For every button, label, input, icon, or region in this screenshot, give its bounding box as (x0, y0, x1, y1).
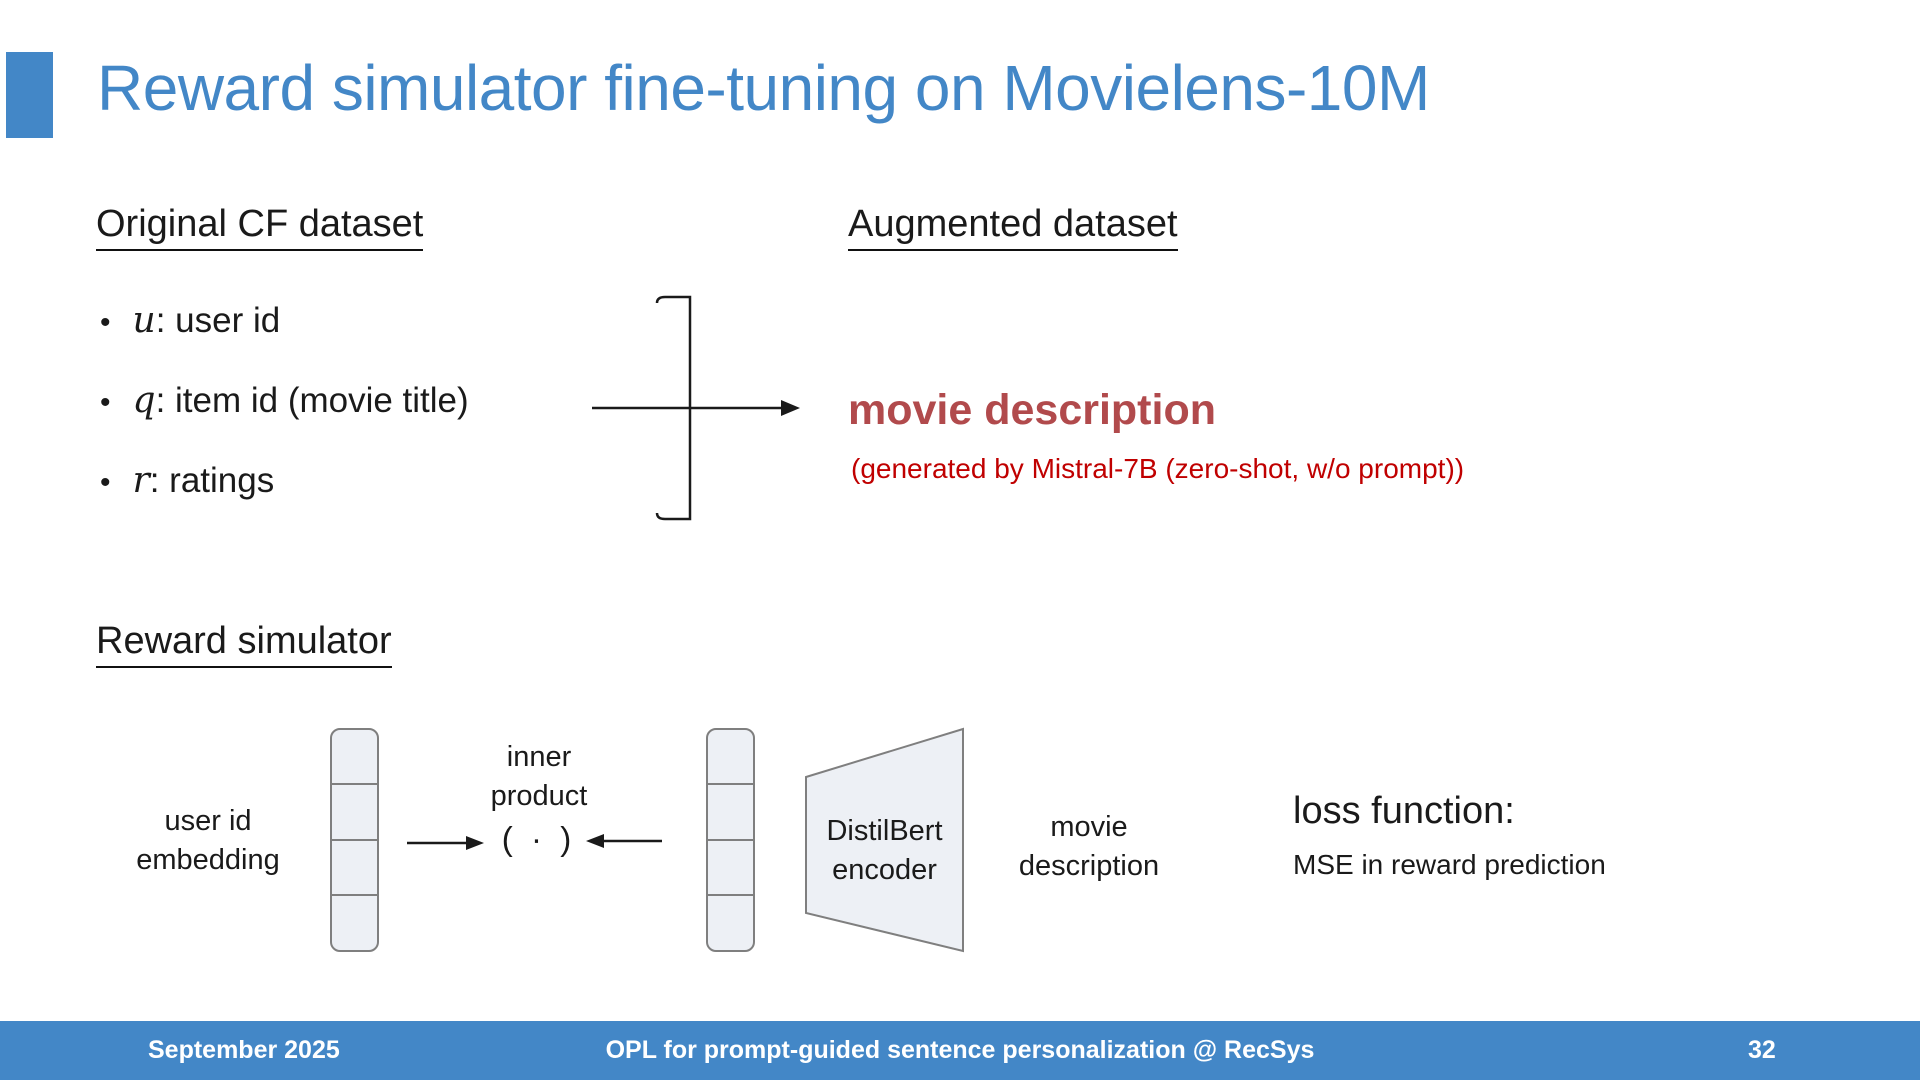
bullet-icon: • (100, 306, 111, 339)
footer-page-number: 32 (1748, 1036, 1776, 1064)
footer-venue: OPL for prompt-guided sentence personali… (605, 1036, 1315, 1064)
bullet-label: : item id (movie title) (155, 381, 469, 420)
page-title: Reward simulator fine-tuning on Movielen… (97, 52, 1430, 124)
heading-augmented-dataset: Augmented dataset (848, 203, 1178, 251)
user-embedding-label: user id embedding (118, 802, 298, 880)
movie-description-input-label: movie description (1009, 808, 1169, 886)
math-symbol-q: q (132, 380, 156, 421)
math-symbol-u: u (132, 300, 156, 341)
distilbert-encoder-label: DistilBert encoder (806, 812, 963, 890)
math-symbol-r: r (132, 460, 150, 501)
footer-date: September 2025 (148, 1036, 340, 1064)
list-item: • q : item id (movie title) (100, 380, 469, 423)
generated-note: (generated by Mistral-7B (zero-shot, w/o… (851, 453, 1465, 484)
movie-description-result: movie description (848, 386, 1216, 434)
label-line: DistilBert (826, 815, 943, 847)
inner-product-symbol: ( ∙ ) (501, 820, 577, 857)
bullet-icon: • (100, 386, 111, 419)
label-line: description (1018, 850, 1160, 882)
label-line: embedding (136, 844, 280, 876)
footer-bar: September 2025 OPL for prompt-guided sen… (0, 1021, 1920, 1080)
item-embedding-vector (706, 728, 755, 952)
augmentation-arrow-head-icon (781, 400, 800, 416)
title-accent-square (6, 52, 53, 138)
heading-original-cf-dataset: Original CF dataset (96, 203, 424, 251)
merge-bracket (655, 295, 692, 521)
label-line: encoder (832, 854, 937, 886)
user-embedding-vector (330, 728, 379, 952)
loss-function-detail: MSE in reward prediction (1293, 849, 1606, 880)
loss-function-title: loss function: (1293, 790, 1515, 832)
bullet-label: : user id (155, 301, 281, 340)
heading-reward-simulator: Reward simulator (96, 620, 392, 668)
list-item: • r : ratings (100, 460, 469, 503)
inner-product-label: inner product (469, 738, 609, 816)
label-line: user id (164, 805, 252, 837)
original-dataset-bullet-list: • u : user id • q : item id (movie title… (100, 300, 469, 540)
label-line: movie (1050, 811, 1128, 843)
bullet-label: : ratings (149, 461, 275, 500)
list-item: • u : user id (100, 300, 469, 343)
label-line: inner (506, 741, 572, 773)
bullet-icon: • (100, 466, 111, 499)
label-line: product (490, 780, 588, 812)
